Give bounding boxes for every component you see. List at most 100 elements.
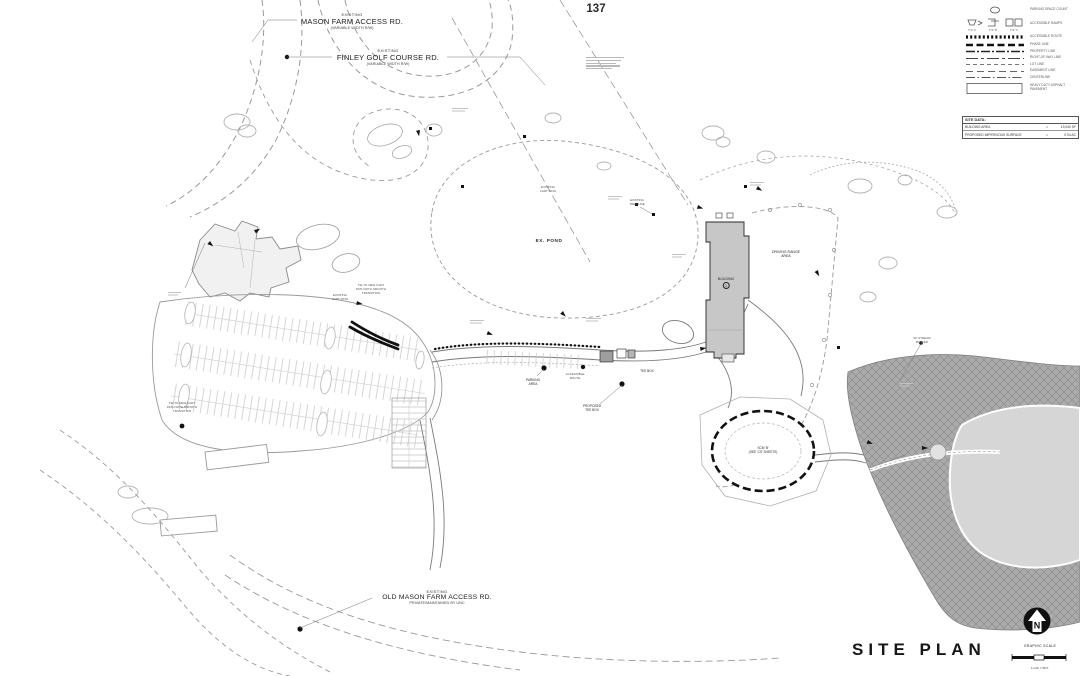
legend-label: PHASE LINE xyxy=(1030,41,1049,46)
legend-item-phase-line: PHASE LINE xyxy=(963,42,1080,48)
proposed-tee-line2: TEE BOX xyxy=(585,408,599,412)
sheet-title: SITE PLAN xyxy=(852,640,986,659)
lot-line-sample xyxy=(963,62,1027,67)
site-data-title: SITE DATA: xyxy=(963,117,1078,124)
proposed-tee-line1: PROPOSED xyxy=(582,404,602,408)
legend-label: HEAVY DUTY ASPHALT PAVEMENT xyxy=(1030,83,1065,91)
label-prefix: EXISTING xyxy=(341,12,363,17)
parking-space-count-icon xyxy=(963,6,1027,14)
point-markers xyxy=(179,54,923,632)
legend-label: ACCESSIBLE ROUTE xyxy=(1030,34,1063,39)
bottom-roads xyxy=(39,429,781,676)
road-name: MASON FARM ACCESS RD. xyxy=(300,17,404,26)
legend-label: PROPERTY LINE xyxy=(1030,48,1056,53)
ramp-type-a: TYP. 'A' xyxy=(968,29,977,32)
label-prefix: EXISTING xyxy=(377,48,399,53)
road-sub: (VARIABLE WIDTH R/W) xyxy=(366,62,410,66)
site-data-eq: = xyxy=(1046,132,1048,137)
existing-parking-lot xyxy=(151,293,443,469)
legend-item-property-line: PROPERTY LINE xyxy=(963,49,1080,54)
legend-item-right-of-way-line: RIGHT-OF-WAY LINE xyxy=(963,55,1080,61)
legend-label: RIGHT-OF-WAY LINE xyxy=(1030,55,1062,60)
road-sub: (VARIABLE WIDTH R/W) xyxy=(330,26,374,30)
road-sub: PRIVATE/MAINTAINED BY UNC xyxy=(409,601,465,605)
existing-pond-outline xyxy=(430,139,699,319)
label-ex-pond: EX. POND xyxy=(535,238,563,243)
site-data-name: PROPOSED IMPERVIOUS SURFACE xyxy=(965,132,1022,137)
leader-arrows xyxy=(207,130,928,450)
graphic-scale: GRAPHIC SCALE 1 inch = 50 ft. xyxy=(1002,644,1078,670)
legend-label: LOT LINE xyxy=(1030,61,1045,66)
wooded-hatch-area xyxy=(846,354,1080,631)
label-tee-box: TEE BOX xyxy=(640,369,654,373)
scm-b xyxy=(699,396,832,507)
legend-item-parking-space-count: PARKING SPACE COUNT xyxy=(963,6,1080,14)
sheet-number: 137 xyxy=(586,3,606,15)
site-data-value: 13,040 SF xyxy=(1060,125,1076,130)
micro-note-smudges xyxy=(168,108,913,387)
tree-line-north xyxy=(699,155,957,217)
label-parking-area: PARKING AREA xyxy=(526,378,540,386)
site-data-name: BUILDING AREA xyxy=(965,125,991,130)
graphic-scale-label: GRAPHIC SCALE xyxy=(1023,644,1057,648)
centerline-sample xyxy=(963,75,1027,80)
legend-item-heavy-duty-asphalt: HEAVY DUTY ASPHALT PAVEMENT xyxy=(963,82,1080,95)
building-label: BUILDING xyxy=(717,277,735,281)
label-scm-b: SCM 'B' (SEE 'CS' SHEETS) xyxy=(749,446,778,454)
legend: PARKING SPACE COUNT TYP. 'A' TYP. 'B' TY… xyxy=(963,6,1080,96)
ramp-type-b: TYP. 'B' xyxy=(989,29,998,32)
legend-item-lot-line: LOT LINE xyxy=(963,62,1080,67)
leader-lines xyxy=(184,19,923,629)
label-building: BUILDING 1 xyxy=(717,277,735,290)
site-data-eq: = xyxy=(1046,125,1048,130)
parking-area-line2: AREA xyxy=(528,382,538,386)
road-name: OLD MASON FARM ACCESS RD. xyxy=(382,594,492,601)
tree-canopies xyxy=(117,112,958,525)
existing-outbuildings xyxy=(159,443,270,537)
label-driving-range-area: DRIVING RANGE AREA xyxy=(772,250,800,259)
legend-item-accessible-route: ACCESSIBLE ROUTE xyxy=(963,34,1080,40)
graphic-scale-bar xyxy=(1011,654,1067,661)
legend-label: PARKING SPACE COUNT xyxy=(1030,7,1068,12)
site-data-value: 0.94 AC xyxy=(1064,132,1076,137)
phase-line-sample xyxy=(963,42,1027,48)
graphic-scale-note: 1 inch = 50 ft. xyxy=(1030,666,1050,670)
practice-greens xyxy=(367,123,413,159)
label-mason-farm-access-rd: EXISTING MASON FARM ACCESS RD. (VARIABLE… xyxy=(301,12,403,30)
scm-line2: (SEE 'CS' SHEETS) xyxy=(748,450,778,454)
label-proposed-tee-box: PROPOSED TEE BOX xyxy=(583,404,601,412)
north-letter: N xyxy=(1034,621,1041,631)
heavy-duty-asphalt-swatch xyxy=(963,82,1027,95)
cart-path-corridor xyxy=(419,299,869,571)
proposed-building xyxy=(705,212,750,363)
road-name: FINLEY GOLF COURSE RD. xyxy=(336,53,440,62)
easement-line-sample xyxy=(963,69,1027,74)
legend-label: ACCESSIBLE RAMPS xyxy=(1030,21,1063,26)
label-finley-golf-course-rd: EXISTING FINLEY GOLF COURSE RD. (VARIABL… xyxy=(337,48,439,66)
existing-clubhouse xyxy=(191,220,361,302)
general-note-block xyxy=(586,57,624,71)
legend-item-easement-line: EASEMENT LINE xyxy=(963,68,1080,74)
site-data-row-impervious-surface: PROPOSED IMPERVIOUS SURFACE = 0.94 AC xyxy=(963,131,1078,137)
property-line-sample xyxy=(963,49,1027,54)
driving-range-line1: DRIVING RANGE xyxy=(771,250,801,254)
building-number-bubble: 1 xyxy=(722,282,730,290)
accessible-route-line xyxy=(348,320,602,351)
north-arrow: N xyxy=(1022,606,1052,641)
legend-item-centerline: CENTERLINE xyxy=(963,75,1080,80)
driving-range-line2: AREA xyxy=(781,254,791,259)
site-data-table: SITE DATA: BUILDING AREA = 13,040 SF PRO… xyxy=(962,116,1079,139)
right-of-way-line-sample xyxy=(963,56,1027,61)
scm-line1: SCM 'B' xyxy=(757,446,769,450)
label-prefix: EXISTING xyxy=(426,589,448,594)
green-clearing xyxy=(948,404,1080,569)
